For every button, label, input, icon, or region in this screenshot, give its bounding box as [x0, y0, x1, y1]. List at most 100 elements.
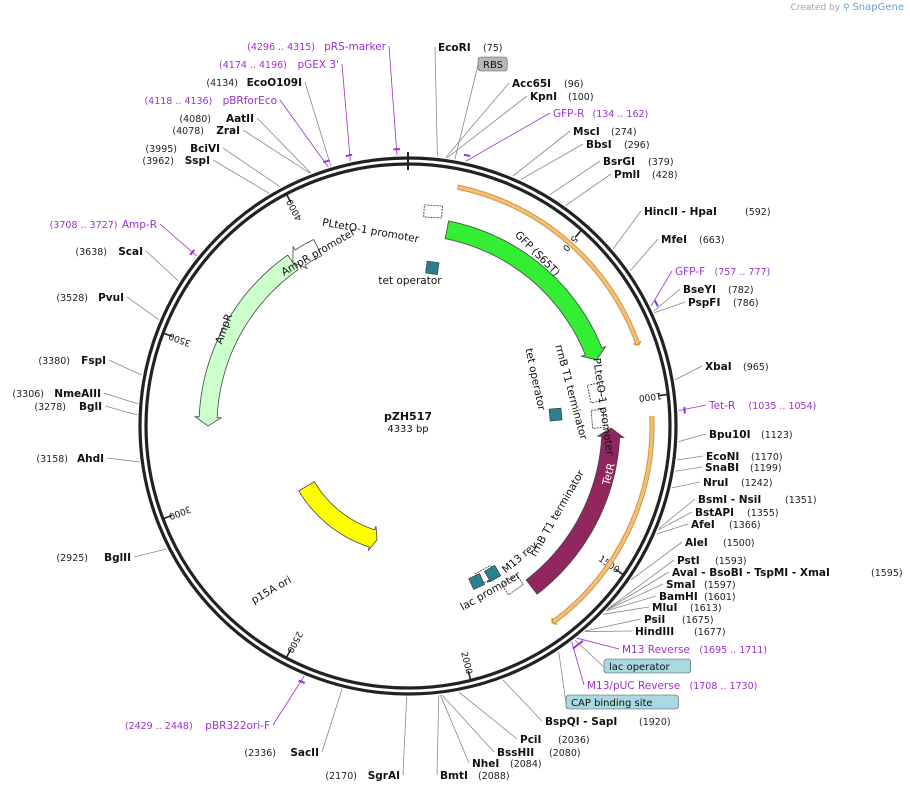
leader-line	[654, 301, 686, 314]
enzyme-name: KpnI	[530, 91, 557, 103]
enzyme-position: (75)	[483, 43, 503, 54]
pvui-enzyme-label: PvuI(3528)	[56, 292, 124, 304]
psii-enzyme-label: PsiI(1675)	[644, 614, 714, 626]
primer-name: GFP-R	[553, 108, 584, 120]
enzyme-position: (3995)	[145, 144, 177, 155]
enzyme-position: (3158)	[36, 454, 68, 465]
leader-line	[108, 359, 142, 376]
enzyme-position: (3306)	[12, 389, 44, 400]
primer-site-mark	[654, 300, 659, 307]
leader-line	[658, 511, 693, 531]
enzyme-position: (4134)	[206, 78, 238, 89]
primer-site-mark	[298, 679, 306, 684]
enzyme-position: (2170)	[325, 771, 357, 782]
xbai-enzyme-label: XbaI(965)	[705, 361, 769, 373]
lac-operator-feature	[483, 564, 502, 583]
enzyme-name: AvaI - BsoBI - TspMI - XmaI	[672, 567, 830, 579]
scale-tick	[574, 229, 583, 238]
leader-line	[612, 210, 642, 250]
ecori-enzyme-label: EcoRI (75)	[438, 42, 503, 54]
enzyme-position: (2036)	[558, 735, 590, 746]
enzyme-position: (592)	[745, 207, 771, 218]
aatii-enzyme-label: AatII(4080)	[179, 113, 254, 125]
primer-site-mark	[572, 643, 579, 650]
enzyme-name: BbsI	[586, 139, 612, 151]
enzyme-position: (4078)	[172, 126, 204, 137]
nmeaiii-enzyme-label: NmeAIII(3306)	[12, 388, 101, 400]
p15a-ori-label: p15A ori	[249, 574, 293, 607]
enzyme-name: BsrGI	[603, 156, 635, 168]
bstapi-enzyme-label: BstAPI(1355)	[695, 507, 779, 519]
enzyme-name: MluI	[652, 602, 677, 614]
acc65i-enzyme-label: Acc65I(96)	[512, 78, 584, 90]
primer-name: pGEX 3'	[297, 59, 339, 71]
bgli-enzyme-label: BglI(3278)	[34, 401, 102, 413]
orf-band-inner	[456, 185, 640, 346]
primer-range: (1708 .. 1730)	[690, 681, 758, 692]
enzyme-position: (1351)	[785, 495, 817, 506]
enzyme-name: BamHI	[659, 591, 698, 603]
enzyme-position: (96)	[564, 79, 584, 90]
primer-name: GFP-F	[675, 266, 705, 278]
enzyme-position: (3278)	[34, 402, 66, 413]
enzyme-name: SnaBI	[705, 462, 739, 474]
primer-name: pBRforEco	[223, 95, 277, 107]
enzyme-name: BsmI - NsiI	[698, 494, 761, 506]
ampr-promoter-feature	[292, 238, 323, 270]
avai-bsobi-tspmi-xmai-enzyme-label: AvaI - BsoBI - TspMI - XmaI (1595)	[672, 567, 903, 579]
leader-line	[658, 498, 696, 529]
enzyme-position: (1242)	[741, 478, 773, 489]
enzyme-position: (1595)	[871, 568, 903, 579]
bsrgi-enzyme-label: BsrGI (379)	[603, 156, 674, 168]
enzyme-name: AatII	[226, 113, 254, 125]
prs-marker-primer-label: pRS-marker (4296 .. 4315)	[247, 41, 387, 53]
p15a-ori-feature	[298, 481, 378, 552]
primer-site-mark	[577, 639, 584, 646]
bamhi-enzyme-label: BamHI(1601)	[659, 591, 736, 603]
afei-enzyme-label: AfeI(1366)	[691, 519, 761, 531]
enzyme-position: (3962)	[142, 156, 174, 167]
ampr-promoter-label: AmpR promoter	[279, 226, 358, 278]
leader-line	[242, 129, 311, 174]
leader-line	[602, 606, 650, 615]
enzyme-name: BstAPI	[695, 507, 734, 519]
rbs-box	[477, 56, 508, 72]
credit-prefix: Created by	[790, 3, 841, 13]
leader-line	[607, 571, 670, 610]
primer-name: M13/pUC Reverse	[587, 680, 680, 692]
hindiii-enzyme-label: HindIII(1677)	[635, 626, 726, 638]
leader-line	[458, 691, 518, 740]
zrai-enzyme-label: ZraI(4078)	[172, 125, 240, 137]
sacii-enzyme-label: SacII (2336)	[244, 747, 319, 759]
enzyme-name: EcoRI	[438, 42, 471, 54]
enzyme-name: EcoO109I	[247, 77, 302, 89]
enzyme-position: (274)	[611, 127, 637, 138]
leader-line	[629, 238, 659, 272]
enzyme-position: (1199)	[750, 463, 782, 474]
enzyme-position: (1366)	[729, 520, 761, 531]
enzyme-position: (1123)	[761, 430, 793, 441]
primer-range: (4296 .. 4315)	[247, 42, 315, 53]
rbs-box-label: RBS	[483, 60, 503, 71]
scale-tick	[162, 332, 173, 338]
plteto-1-promoter-feature	[590, 409, 606, 429]
primer-name: pRS-marker	[324, 41, 387, 53]
enzyme-position: (1675)	[682, 615, 714, 626]
enzyme-name: SacII	[290, 747, 319, 759]
tetr-label: TetR	[600, 462, 618, 488]
enzyme-name: PvuI	[98, 292, 124, 304]
snabi-enzyme-label: SnaBI (1199)	[705, 462, 782, 474]
scale-tick-label: 1000	[638, 390, 662, 403]
plasmid-name: pZH517	[384, 410, 432, 423]
orf-band-inner	[551, 415, 654, 624]
enzyme-position: (379)	[648, 157, 674, 168]
primer-range: (4174 .. 4196)	[219, 60, 287, 71]
bpu10i-enzyme-label: Bpu10I(1123)	[709, 429, 793, 441]
tet-operator-label: tet operator	[378, 275, 442, 287]
scale-tick-label: 2000	[458, 651, 473, 676]
sspi-enzyme-label: SspI(3962)	[142, 155, 210, 167]
enzyme-position: (2336)	[244, 748, 276, 759]
enzyme-name: BciVI	[190, 143, 220, 155]
